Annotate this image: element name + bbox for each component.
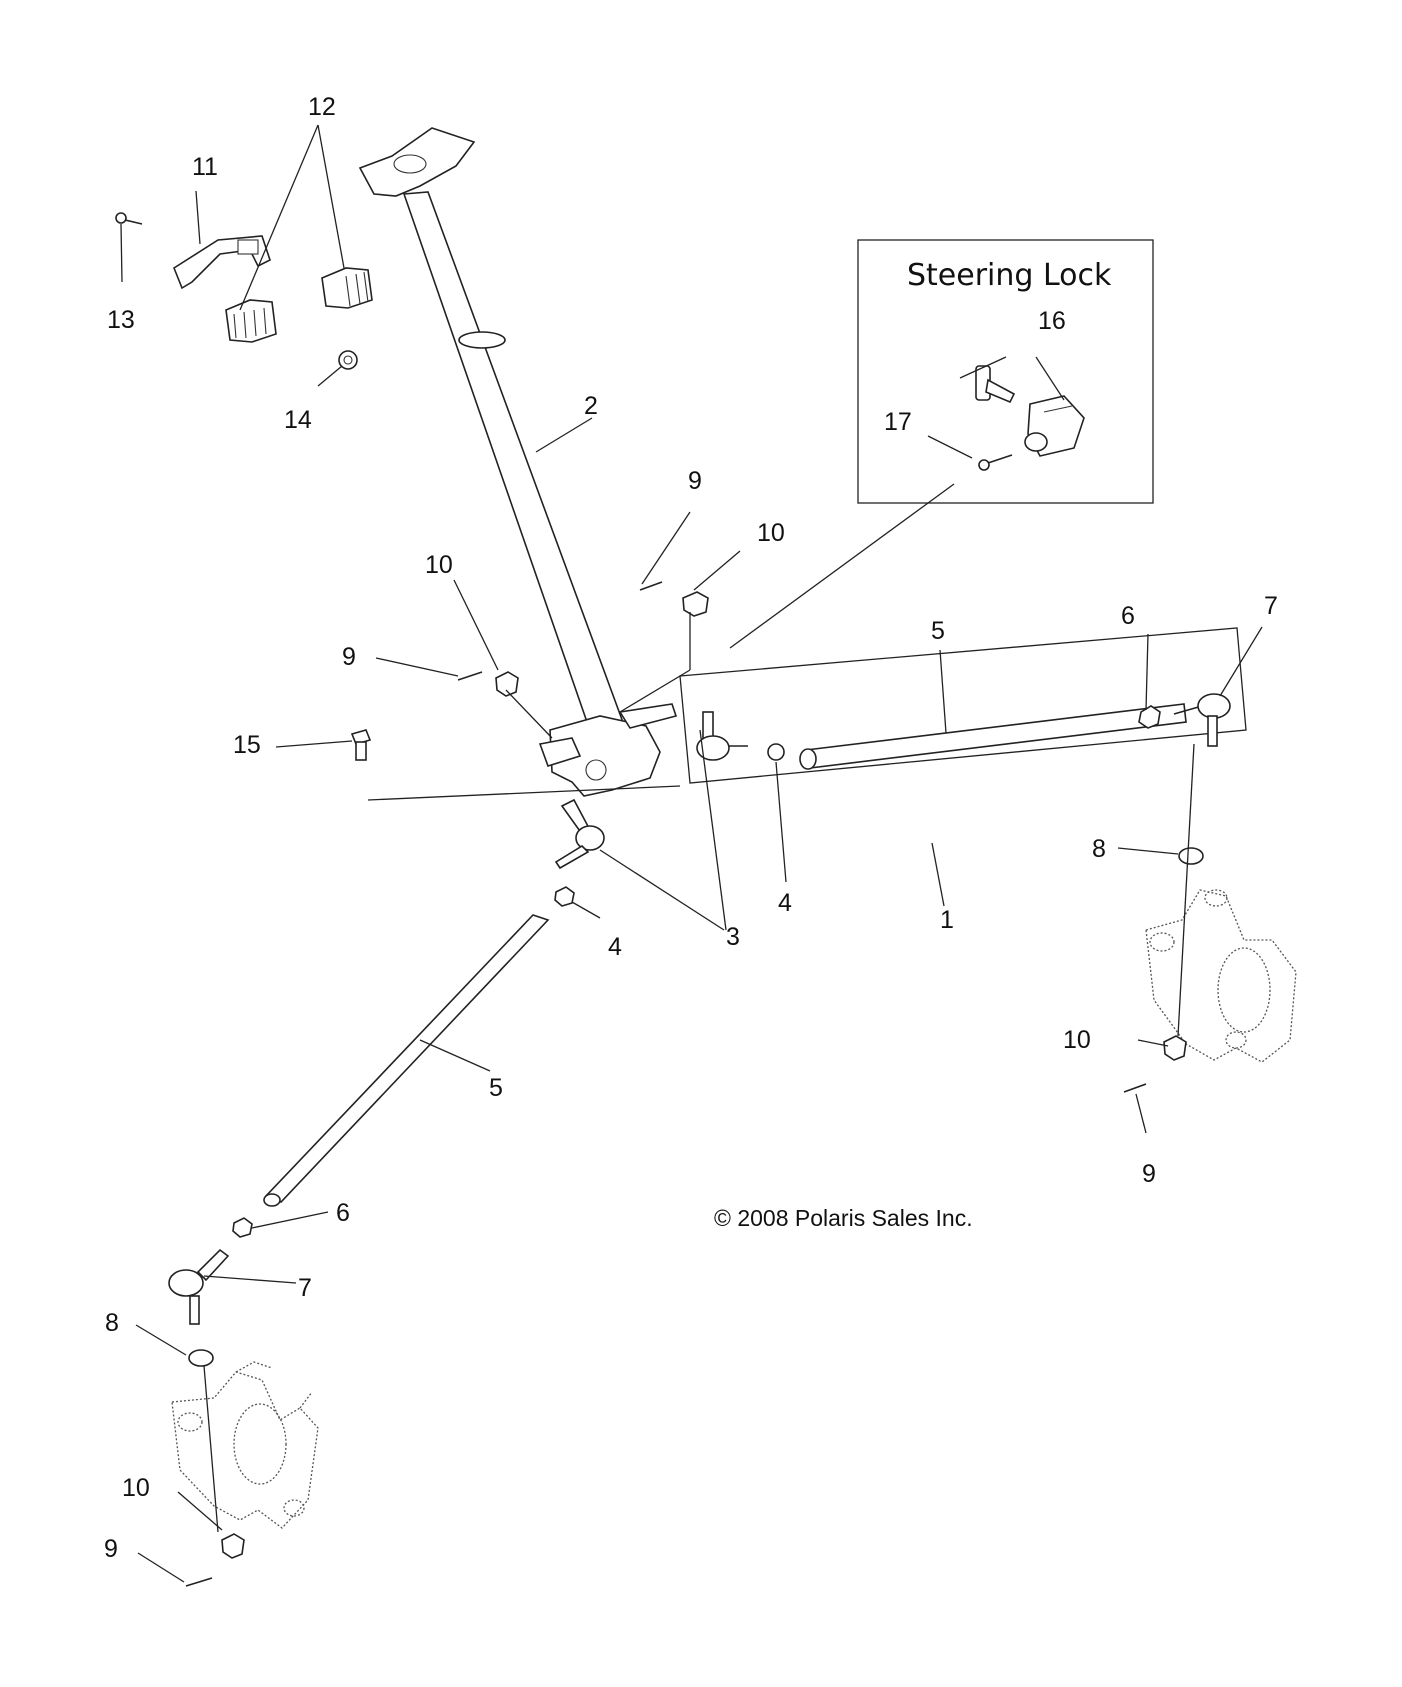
lock-cylinder bbox=[1024, 395, 1085, 457]
jam-nut-outer bbox=[1138, 705, 1161, 729]
callout-7-right: 7 bbox=[1264, 592, 1278, 620]
callout-1: 1 bbox=[940, 906, 954, 934]
inset-leader bbox=[729, 483, 955, 649]
callout-6-left: 6 bbox=[336, 1199, 350, 1227]
washer-right bbox=[1178, 847, 1204, 865]
pitman-arm bbox=[554, 798, 605, 870]
callout-17: 17 bbox=[884, 408, 912, 436]
cotter-pin-right bbox=[1123, 1083, 1147, 1093]
spindle-knuckle-left bbox=[171, 1361, 319, 1529]
jam-nut-lower bbox=[554, 886, 575, 907]
callout-15: 15 bbox=[233, 731, 261, 759]
tie-rod-end-outer bbox=[1173, 693, 1231, 747]
callout-16: 16 bbox=[1038, 307, 1066, 335]
cotter-pin-left bbox=[457, 671, 483, 681]
steering-column bbox=[358, 127, 678, 797]
callout-5-upper: 5 bbox=[931, 617, 945, 645]
jam-nut-bottom bbox=[232, 1217, 253, 1238]
callout-9-right: 9 bbox=[1142, 1160, 1156, 1188]
callout-10-right: 10 bbox=[1063, 1026, 1091, 1054]
castle-nut-upper bbox=[682, 591, 709, 617]
lock-screw bbox=[978, 454, 1013, 471]
flange-bolt bbox=[350, 729, 372, 761]
group-leader bbox=[367, 785, 681, 801]
callout-6-right: 6 bbox=[1121, 602, 1135, 630]
callout-7-left: 7 bbox=[298, 1274, 312, 1302]
clamp-nut bbox=[338, 350, 358, 370]
callout-14: 14 bbox=[284, 406, 312, 434]
callout-9-top: 9 bbox=[688, 467, 702, 495]
cotter-pin-bottom bbox=[185, 1577, 213, 1587]
callout-8-right: 8 bbox=[1092, 835, 1106, 863]
inset-title: Steering Lock bbox=[907, 258, 1112, 293]
callout-13: 13 bbox=[107, 306, 135, 334]
callout-9-bottom: 9 bbox=[104, 1535, 118, 1563]
callout-10-bottom: 10 bbox=[122, 1474, 150, 1502]
upper-tie-rod bbox=[799, 703, 1187, 770]
bushing-upper bbox=[321, 267, 373, 309]
lower-tie-rod bbox=[263, 914, 550, 1207]
callout-4-right: 4 bbox=[778, 889, 792, 917]
spindle-knuckle-right bbox=[1145, 889, 1297, 1063]
castle-nut-left bbox=[495, 671, 519, 697]
callout-9-left: 9 bbox=[342, 643, 356, 671]
clamp-bracket bbox=[173, 235, 271, 290]
callout-12: 12 bbox=[308, 93, 336, 121]
callout-8-left: 8 bbox=[105, 1309, 119, 1337]
callout-11: 11 bbox=[192, 153, 218, 181]
cotter-pin-upper bbox=[639, 581, 663, 591]
copyright-notice: © 2008 Polaris Sales Inc. bbox=[714, 1205, 973, 1231]
lock-key bbox=[975, 365, 1016, 404]
tie-rod-group-outline bbox=[679, 627, 1247, 784]
callout-10-top: 10 bbox=[757, 519, 785, 547]
tie-rod-end-inner bbox=[696, 711, 748, 761]
clamp-bolt bbox=[115, 212, 143, 225]
steering-lock-inset: Steering Lock 16 17 bbox=[857, 239, 1154, 504]
callout-2: 2 bbox=[584, 392, 598, 420]
tie-rod-end-bottom bbox=[168, 1248, 230, 1325]
bushing-lower bbox=[225, 299, 277, 343]
leader-lines bbox=[120, 124, 1263, 1583]
washer-bottom bbox=[188, 1349, 214, 1367]
callout-4-left: 4 bbox=[608, 933, 622, 961]
castle-nut-bottom bbox=[221, 1533, 245, 1559]
callouts: 1 2 3 4 4 5 5 6 6 7 7 8 8 9 9 9 9 10 10 … bbox=[104, 93, 1278, 1563]
callout-5-lower: 5 bbox=[489, 1074, 503, 1102]
callout-10-left: 10 bbox=[425, 551, 453, 579]
castle-nut-right bbox=[1163, 1035, 1187, 1061]
callout-3: 3 bbox=[726, 923, 740, 951]
jam-nut-inner bbox=[767, 743, 785, 761]
